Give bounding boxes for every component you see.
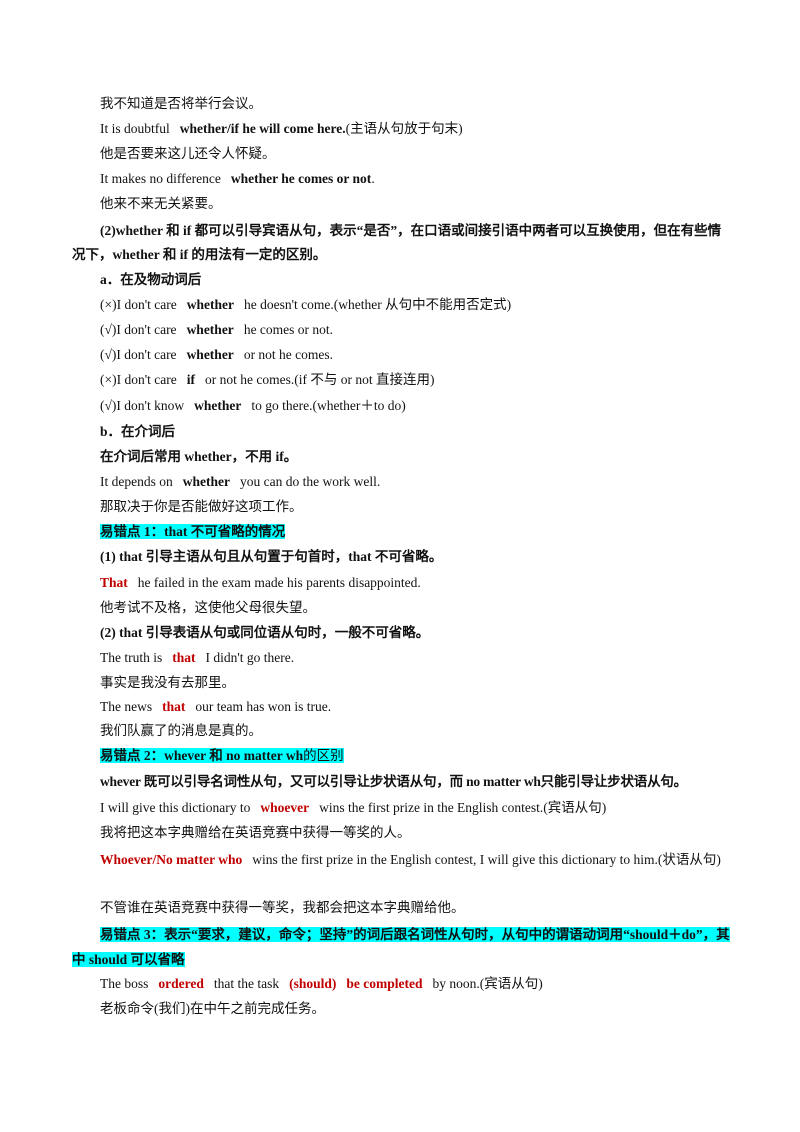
subheading: a．在及物动词后 [100,272,202,287]
translation-line: 那取决于你是否能做好这项工作。 [100,499,303,514]
rule-line: 在介词后常用 whether，不用 if。 [100,449,298,464]
translation-line: 不管谁在英语竞赛中获得一等奖，我都会把这本字典赠给他。 [100,900,465,915]
pitfall-heading: 易错点 2：whever 和 no matter wh的区别 [100,748,344,763]
pitfall-heading: 易错点 3：表示“要求，建议，命令；坚持”的词后跟名词性从句时，从句中的谓语动词… [72,927,730,967]
translation-line: 他考试不及格，这使他父母很失望。 [100,600,316,615]
translation-line: 老板命令(我们)在中午之前完成任务。 [100,1001,325,1016]
rule-line: whever 既可以引导名词性从句，又可以引导让步状语从句，而 no matte… [100,774,687,789]
translation-line: 我们队赢了的消息是真的。 [100,723,262,738]
pitfall-heading: 易错点 1：that 不可省略的情况 [100,524,286,539]
translation-line: 事实是我没有去那里。 [100,675,235,690]
rule-line: (2) that 引导表语从句或同位语从句时，一般不可省略。 [100,625,430,640]
subheading: b．在介词后 [100,424,176,439]
text-line: 我不知道是否将举行会议。 [100,96,262,111]
translation-line: 他是否要来这儿还令人怀疑。 [100,146,276,161]
rule-paragraph: (2)whether 和 if 都可以引导宾语从句，表示“是否”，在口语或间接引… [72,223,722,262]
translation-line: 我将把这本字典赠给在英语竞赛中获得一等奖的人。 [100,825,411,840]
translation-line: 他来不来无关紧要。 [100,196,222,211]
rule-line: (1) that 引导主语从句且从句置于句首时，that 不可省略。 [100,549,443,564]
